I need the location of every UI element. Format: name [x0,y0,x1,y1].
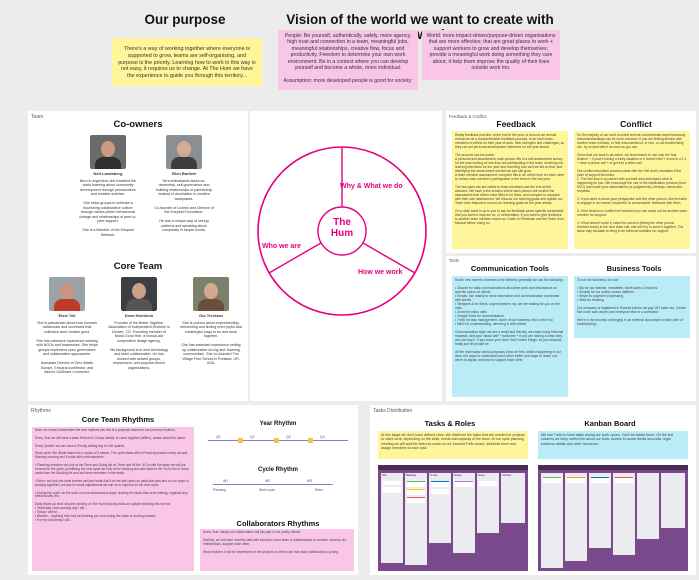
board-column: Done [477,473,499,533]
coowners-title: Co-owners [113,119,163,130]
kanban-board-sticky[interactable]: We use Trello to track tasks during our … [538,431,688,459]
hum-segment-how[interactable]: How we work [358,269,403,276]
feedback-title: Feedback [496,119,536,129]
collaborators-rhythms-sticky[interactable]: Every Year: ideally our collaborators wi… [200,529,354,571]
core-rhythms-sticky[interactable]: Note: we haven't subscribed the new rhyt… [32,427,194,571]
tasks-roles-title: Tasks & Roles [424,419,476,428]
year-rhythm-timeline: Q1 Q2 Q3 Q4 [208,435,348,447]
timeline-label: Planning [213,488,226,492]
timeline-label: Work cycle [259,488,276,492]
board-column: Backlog [405,473,427,565]
hum-circle-svg [257,146,427,316]
person-bio: She is passionate about how humans colla… [36,320,98,375]
timeline-label: Retro [315,488,324,492]
cycle-rhythm-title: Cycle Rhythm [257,467,298,473]
feedback-conflict-panel: Feedback & Conflict Feedback Conflict Re… [446,111,696,253]
timeline-tick: Q4 [320,435,325,439]
rhythms-section-label: Rhythms [31,408,51,414]
timeline-tick: W2 [265,479,271,483]
board-column-label: Backlog [406,473,416,477]
team-section-label: Team [31,114,44,120]
hum-center-label[interactable]: The Hum [330,217,354,239]
person-bio: She is curious about experimenting, rein… [180,320,242,366]
year-rhythm-title: Year Rhythm [259,421,297,427]
board-column-label: Doing [454,473,462,477]
person-name: Gui Trevisan [198,313,223,318]
tools-panel: Tools Communication Tools Business Tools… [446,256,696,401]
kanban-board-title: Kanban Board [584,419,636,428]
timeline-tick: Q2 [250,435,255,439]
trello-board-screenshot[interactable]: Info Backlog To Do Doing Done Archive [378,465,528,571]
communication-tools-title: Communication Tools [470,264,550,273]
communication-tools-sticky[interactable]: Roles' new comms channels to be defined,… [452,276,568,397]
core-member-card[interactable]: Gui Trevisan She is curious about experi… [180,277,242,366]
vision-people-sticky[interactable]: People: Be yourself, authentically, safe… [278,30,418,90]
avatar [90,135,126,169]
board-column-label: Done [478,473,485,477]
board-column-label: To Do [430,473,438,477]
avatar [193,277,229,311]
coowner-card[interactable]: Rich Bartlett He's enthusiastic about co… [154,135,214,233]
core-member-card[interactable]: Drew Hornbein Founder of the Better Toge… [108,277,170,370]
person-bio: He's enthusiastic about co-ownership, se… [154,178,214,233]
trello-board-screenshot[interactable] [538,465,688,571]
core-member-card[interactable]: Elsie Tell She is passionate about how h… [36,277,98,375]
board-column: Doing [453,473,475,553]
person-name: Elsie Tell [58,313,76,318]
tasks-panel: Tasks Distribution Tasks & Roles Kanban … [370,405,696,575]
avatar [166,135,202,169]
timeline-tick: W1 [223,479,229,483]
coowner-card[interactable]: Nell Landsberg Born in Argentina, she tr… [78,135,138,237]
timeline-tick: Q3 [286,435,291,439]
rhythms-panel: Rhythms Core Team Rhythms Note: we haven… [28,405,358,575]
tools-section-label: Tools [449,258,459,263]
board-column: Info [381,473,403,563]
person-name: Nell Landsberg [93,171,123,176]
person-name: Rich Bartlett [172,171,196,176]
person-name: Drew Hornbein [124,313,154,318]
board-column-label: Archive [502,473,512,477]
timeline-tick: W3 [307,479,313,483]
hum-diagram: The Hum Why & What we do Who we are How … [250,111,442,401]
avatar [121,277,157,311]
hum-segment-who[interactable]: Who we are [262,243,301,250]
business-tools-sticky[interactable]: To run the business, we use: • Sip for o… [574,276,690,338]
feedback-section-label: Feedback & Conflict [449,114,487,119]
vision-world-sticky[interactable]: World: more impact-driven/purpose-driven… [422,30,560,80]
hum-segment-why[interactable]: Why & What we do [340,183,403,190]
feedback-sticky[interactable]: Really feedback practice: at the end of … [452,131,568,249]
purpose-title: Our purpose [144,12,226,27]
timeline-tick: Q1 [216,435,221,439]
board-column-label: Info [382,473,387,477]
person-bio: Born in Argentina, she travelled the wor… [79,178,137,237]
conflict-title: Conflict [620,119,652,129]
avatar [49,277,85,311]
purpose-sticky[interactable]: There's a way of working together where … [112,38,262,86]
core-rhythms-title: Core Team Rhythms [81,415,155,424]
collaborators-rhythms-title: Collaborators Rhythms [236,519,320,528]
board-column: Archive [501,473,525,523]
cycle-rhythm-timeline: W1 W2 W3 Planning Work cycle Retro [213,479,333,495]
tasks-section-label: Tasks Distribution [373,408,413,414]
core-team-title: Core Team [113,261,163,272]
business-tools-title: Business Tools [606,264,662,273]
tasks-roles-sticky[interactable]: At this stage we don't have defined role… [378,431,528,459]
conflict-sticky[interactable]: So the majority of our work is online an… [574,131,690,249]
team-panel: Team Co-owners Nell Landsberg Born in Ar… [28,111,248,401]
person-bio: Founder of the Better Together Associati… [108,320,170,370]
